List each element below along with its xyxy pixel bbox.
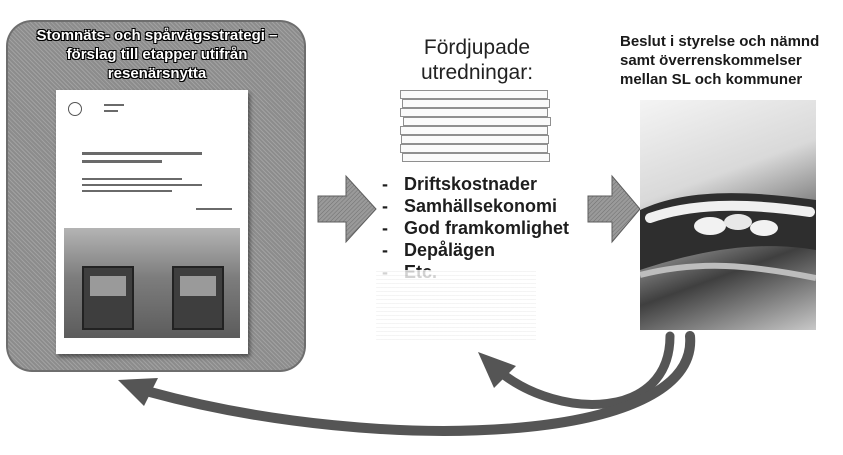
feedback-arrowhead-inner bbox=[478, 352, 516, 388]
strategy-title-line: resenärsnytta bbox=[107, 65, 207, 82]
paper-stack-image bbox=[400, 90, 551, 178]
strategy-title-line: Stomnäts- och spårvägsstrategi – bbox=[36, 27, 278, 44]
list-item-label: Depålägen bbox=[404, 240, 496, 260]
decision-heading-line: Beslut i styrelse och nämnd bbox=[620, 33, 820, 50]
studies-heading-line: Fördjupade bbox=[423, 36, 531, 59]
studies-list: -Driftskostnader -Samhällsekonomi -God f… bbox=[382, 173, 592, 283]
handshake-image bbox=[640, 100, 816, 330]
feedback-curve-outer bbox=[145, 331, 696, 436]
cover-text-line bbox=[82, 184, 202, 186]
logo-icon bbox=[68, 102, 82, 116]
cover-text-line bbox=[104, 104, 124, 106]
handshake-icon bbox=[640, 193, 816, 281]
list-item-label: Driftskostnader bbox=[404, 174, 538, 194]
list-item: -Driftskostnader bbox=[382, 174, 538, 194]
list-item: -Depålägen bbox=[382, 240, 496, 260]
tram-shape bbox=[82, 266, 134, 330]
cover-text-line bbox=[196, 208, 232, 210]
right-arrow-1 bbox=[317, 174, 377, 244]
tram-shape bbox=[172, 266, 224, 330]
strategy-title: Stomnäts- och spårvägsstrategi – förslag… bbox=[12, 26, 302, 83]
list-item-label: Samhällsekonomi bbox=[404, 196, 558, 216]
decision-heading: Beslut i styrelse och nämnd samt överren… bbox=[620, 32, 840, 89]
feedback-arrowhead-outer bbox=[118, 378, 158, 406]
tram-photo bbox=[64, 228, 240, 338]
decision-heading-line: samt överrenskommelser bbox=[620, 52, 802, 69]
cover-text-line bbox=[82, 190, 172, 192]
studies-heading-line: utredningar: bbox=[420, 61, 534, 84]
cover-text-line bbox=[82, 152, 202, 155]
list-item: -Samhällsekonomi bbox=[382, 196, 558, 216]
strategy-title-line: förslag till etapper utifrån bbox=[66, 46, 248, 63]
faded-paper-texture bbox=[376, 270, 536, 340]
decision-heading-line: mellan SL och kommuner bbox=[620, 71, 803, 88]
list-item: -God framkomlighet bbox=[382, 218, 570, 238]
studies-heading: Fördjupade utredningar: bbox=[404, 35, 550, 85]
right-arrow-2 bbox=[587, 174, 641, 244]
report-cover-image bbox=[56, 90, 248, 354]
cover-text-line bbox=[104, 110, 118, 112]
feedback-curve-inner bbox=[495, 331, 675, 409]
cover-text-line bbox=[82, 178, 182, 180]
list-item-label: God framkomlighet bbox=[404, 218, 570, 238]
cover-text-line bbox=[82, 160, 162, 163]
